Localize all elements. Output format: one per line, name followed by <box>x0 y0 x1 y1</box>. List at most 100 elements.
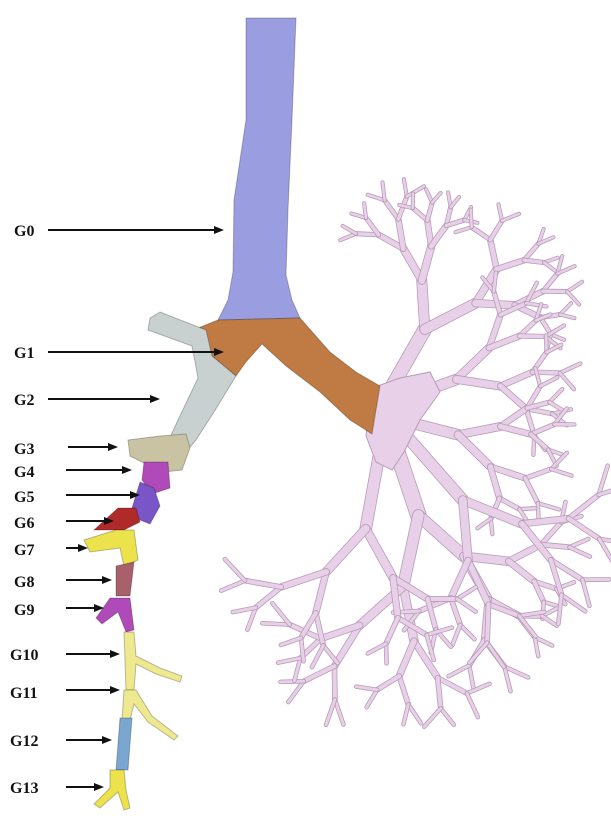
label-g8: G8 <box>14 574 34 591</box>
segment-g8 <box>116 562 134 596</box>
airway-branch <box>569 495 599 519</box>
airway-branch <box>458 435 490 467</box>
airway-branch <box>460 625 474 639</box>
airway-branch <box>490 221 502 240</box>
airway-branch <box>544 263 556 272</box>
airway-branch <box>225 559 245 580</box>
airway-branch <box>467 684 490 694</box>
airway-branch <box>413 208 428 220</box>
airway-branch <box>386 644 387 664</box>
arrow-g2 <box>48 395 160 403</box>
airway-branch <box>500 408 527 426</box>
label-g10: G10 <box>10 647 38 664</box>
airway-branch <box>540 377 557 386</box>
airway-branch <box>304 666 335 681</box>
airway-branch <box>431 226 446 247</box>
airway-branch <box>221 581 245 591</box>
airway-branch <box>542 616 557 626</box>
airway-branch <box>335 700 344 725</box>
airway-branch <box>377 676 399 690</box>
airway-branch <box>326 529 366 572</box>
airway-branch <box>438 678 467 694</box>
arrow-g10 <box>66 650 120 658</box>
airway-branch <box>583 580 590 606</box>
airway-branch <box>449 666 470 677</box>
airway-branch <box>500 498 520 509</box>
label-g11: G11 <box>10 685 38 702</box>
airway-branch <box>386 618 398 644</box>
airway-branch <box>487 643 504 667</box>
airway-branch <box>477 519 490 529</box>
airway-branch <box>526 303 546 306</box>
arrow-g7 <box>66 544 88 552</box>
airway-branch <box>560 373 574 389</box>
airway-branch <box>425 303 476 329</box>
airway-branch <box>502 214 519 221</box>
airway-branch <box>422 246 431 280</box>
segment-g6 <box>94 508 140 530</box>
airway-branch <box>525 478 538 503</box>
arrow-g11 <box>66 686 120 694</box>
arrow-g12 <box>66 736 112 744</box>
airway-branch <box>551 469 571 476</box>
airway-branch <box>549 389 562 402</box>
label-g7: G7 <box>14 542 34 559</box>
airway-branch <box>541 522 561 544</box>
airway-branch <box>456 348 489 380</box>
airway-branch <box>457 599 476 612</box>
airway-branch <box>499 204 503 220</box>
airway-branch <box>323 645 337 663</box>
airway-branch <box>519 616 535 637</box>
airway-branch <box>467 693 478 717</box>
arrow-g0 <box>48 226 224 234</box>
airway-branch <box>368 644 386 654</box>
airway-branch <box>399 641 414 676</box>
airway-branch <box>366 529 393 578</box>
airway-branch <box>407 186 424 196</box>
airway-branch <box>427 203 432 221</box>
airway-branch <box>456 379 500 386</box>
airway-branch <box>403 515 418 586</box>
airway-branch <box>256 587 281 608</box>
airway-branch <box>418 515 464 556</box>
label-g6: G6 <box>14 515 34 532</box>
airway-branch <box>560 364 581 374</box>
airway-branch <box>408 704 421 723</box>
airway-branch <box>525 469 551 478</box>
airway-branch <box>458 427 500 435</box>
airway-branch <box>451 197 459 207</box>
airway-branch <box>463 500 468 560</box>
label-g5: G5 <box>14 489 34 506</box>
label-g1: G1 <box>14 345 34 362</box>
airway-branch <box>524 244 538 261</box>
label-g3: G3 <box>14 441 34 458</box>
label-g13: G13 <box>10 780 38 797</box>
airway-branch <box>288 681 304 702</box>
airway-branch <box>422 281 425 330</box>
airway-branch <box>471 210 472 227</box>
airway-branch <box>541 545 570 548</box>
label-g9: G9 <box>14 602 34 619</box>
airway-branch <box>272 603 289 624</box>
airway-branch <box>549 402 562 410</box>
airway-branch <box>520 336 546 337</box>
airway-branch <box>500 386 526 409</box>
airway-branch <box>281 638 301 645</box>
arrow-g9 <box>66 604 104 612</box>
airway-branch <box>569 519 600 539</box>
airway-branch <box>509 561 535 581</box>
arrow-g5 <box>66 491 140 499</box>
airway-branch <box>468 561 489 605</box>
label-g0: G0 <box>14 223 34 240</box>
segment-g7 <box>84 530 138 566</box>
airway-branch <box>560 315 574 319</box>
segment-g10 <box>124 632 182 690</box>
airway-branch <box>262 623 289 624</box>
arrow-g3 <box>68 443 118 451</box>
airway-branch <box>570 547 591 557</box>
segment-g12 <box>116 718 132 770</box>
airway-branch <box>385 200 399 219</box>
airway-branch <box>432 193 440 203</box>
